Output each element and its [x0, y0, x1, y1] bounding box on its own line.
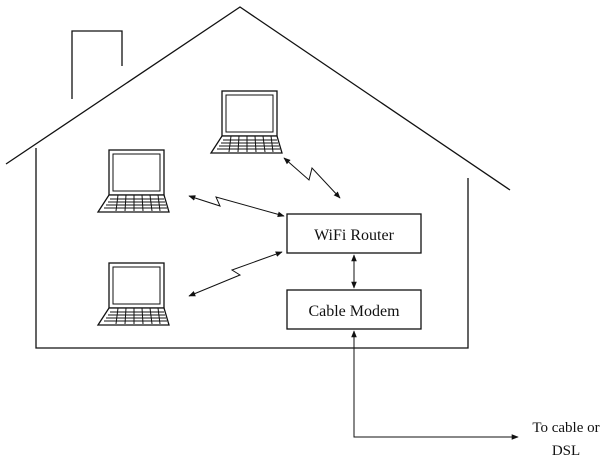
- wireless-link-top-laptop: [283, 157, 341, 199]
- house-outline: [5, 6, 511, 349]
- cable-modem-label: Cable Modem: [308, 303, 400, 320]
- external-connection-line: [351, 330, 519, 440]
- cable-modem-node: Cable Modem: [286, 289, 422, 330]
- external-label-line1: To cable or: [532, 420, 599, 436]
- laptop-icon: [96, 149, 170, 213]
- external-label-line2: DSL: [552, 443, 580, 459]
- wifi-router-label: WiFi Router: [314, 227, 394, 244]
- laptop-icon: [96, 262, 170, 326]
- wireless-link-bottom-laptop: [188, 251, 283, 297]
- wireless-link-middle-laptop: [188, 195, 285, 218]
- laptop-icon: [209, 90, 283, 154]
- wifi-router-node: WiFi Router: [286, 213, 422, 254]
